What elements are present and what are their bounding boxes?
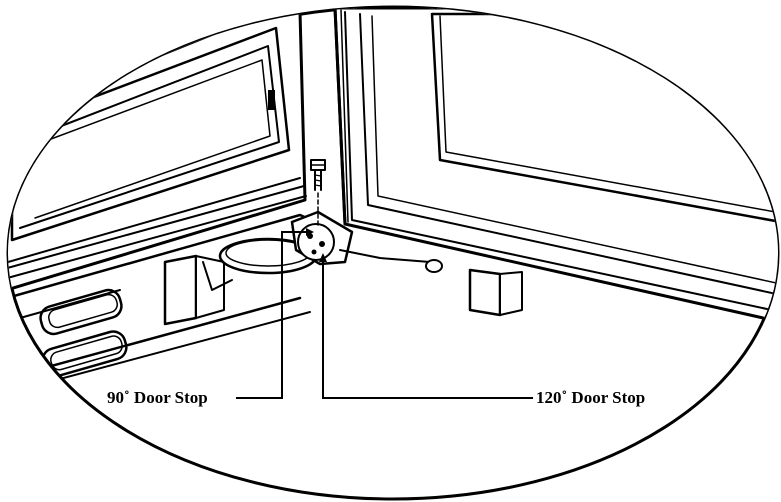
label-90-door-stop: 90˚ Door Stop [107,388,208,407]
hinge-cam [290,210,443,273]
arrow-120 [319,253,327,262]
right-leg [468,268,523,317]
label-120-door-stop: 120˚ Door Stop [536,388,645,407]
leader-90 [236,231,306,399]
leader-120 [322,260,533,399]
door-handle [268,90,275,110]
leader-lines [236,231,533,399]
arrow-90 [306,228,314,236]
screw [310,159,326,229]
